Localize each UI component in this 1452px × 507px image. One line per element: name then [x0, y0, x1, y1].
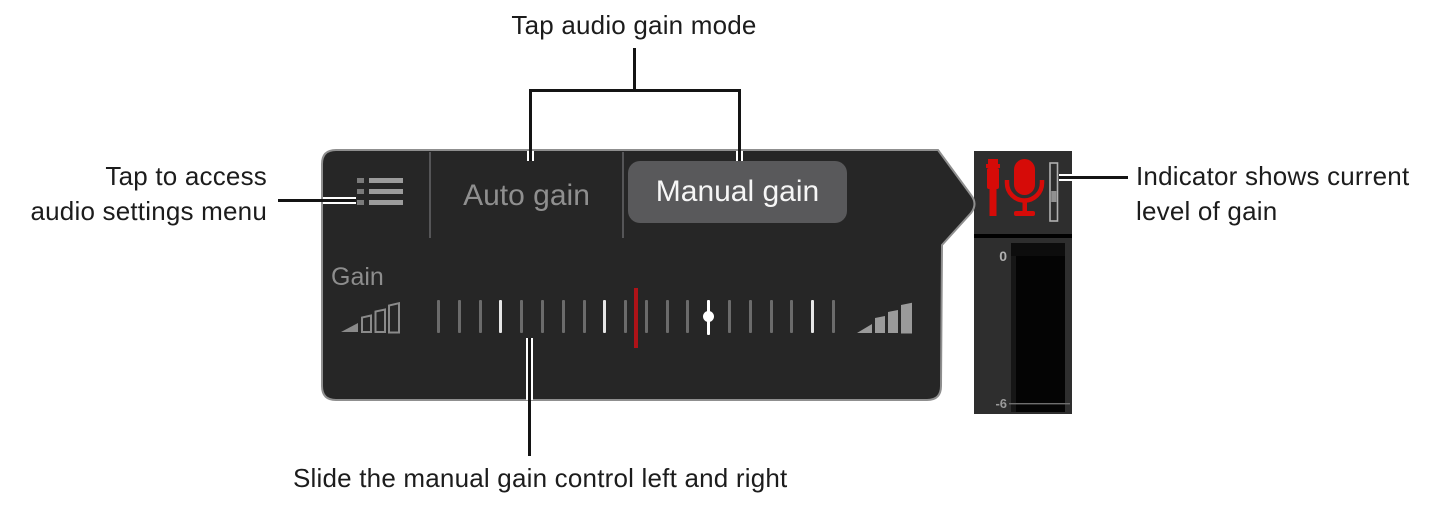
annotation-top: Tap audio gain mode: [511, 10, 757, 40]
volume-low-icon: [341, 302, 400, 334]
gain-tick: [686, 300, 690, 333]
divider: [622, 152, 624, 238]
list-menu-icon: [357, 178, 403, 183]
gain-tick: [790, 300, 794, 333]
annotation-left: Tap to access audio settings menu: [0, 159, 267, 229]
meter-minus6-label: -6: [995, 396, 1007, 411]
gain-tick: [437, 300, 440, 333]
manual-gain-button[interactable]: Manual gain: [628, 161, 847, 223]
gain-tick: [478, 300, 482, 333]
annotation-right: Indicator shows current level of gain: [1136, 159, 1452, 229]
callout-line-auto-drop: [529, 89, 532, 151]
meter-bar-area: [1011, 256, 1065, 412]
gain-tick: [624, 300, 628, 333]
gain-level-indicator: [1049, 162, 1059, 222]
callout-line-left-tip: [323, 199, 356, 202]
gain-tick: [748, 300, 752, 333]
annotation-right-line1: Indicator shows current: [1136, 161, 1410, 191]
gain-tick: [520, 300, 524, 333]
callout-line-right-tip: [1059, 176, 1074, 179]
annotation-right-line2: level of gain: [1136, 196, 1278, 226]
gain-tick: [582, 300, 586, 333]
meter-bar-edge: [1011, 256, 1016, 412]
gain-tick: [728, 300, 732, 333]
gain-reference-marker: [634, 288, 638, 348]
gain-slider-handle[interactable]: [703, 311, 715, 322]
callout-line-bottom-tip: [528, 338, 531, 400]
callout-line-top-stem: [633, 48, 636, 91]
callout-line-top-bar: [529, 89, 741, 92]
gain-tick: [540, 300, 544, 333]
gain-slider[interactable]: [437, 288, 835, 348]
meter-zero-label: 0: [999, 248, 1007, 264]
annotation-bottom: Slide the manual gain control left and r…: [293, 463, 788, 493]
strip-divider: [974, 234, 1072, 238]
callout-line-left: [278, 199, 323, 202]
gain-label: Gain: [331, 263, 384, 291]
gain-tick: [644, 300, 648, 333]
gain-tick: [457, 300, 461, 333]
external-mic-connected-icon: [986, 159, 1045, 216]
gain-tick: [769, 300, 773, 333]
gain-tick: [665, 300, 669, 333]
auto-gain-button[interactable]: Auto gain: [463, 179, 590, 212]
callout-line-auto-drop-tip: [529, 151, 532, 161]
callout-line-right: [1074, 176, 1128, 179]
callout-line-manual-drop: [738, 89, 741, 151]
meter-over-zero-zone: [1011, 243, 1065, 256]
callout-line-bottom: [528, 400, 531, 456]
gain-tick: [832, 300, 835, 333]
divider: [429, 152, 431, 238]
gain-tick: [561, 300, 565, 333]
meter-minus6-line: [1009, 403, 1070, 405]
gain-tick: [603, 300, 607, 333]
audio-settings-menu-button[interactable]: [357, 178, 403, 205]
annotation-left-line2: audio settings menu: [30, 196, 267, 226]
gain-tick: [499, 300, 503, 333]
callout-line-manual-drop-tip: [738, 151, 741, 161]
gain-tick: [811, 300, 815, 333]
annotation-left-line1: Tap to access: [105, 161, 267, 191]
volume-high-icon: [857, 302, 912, 334]
